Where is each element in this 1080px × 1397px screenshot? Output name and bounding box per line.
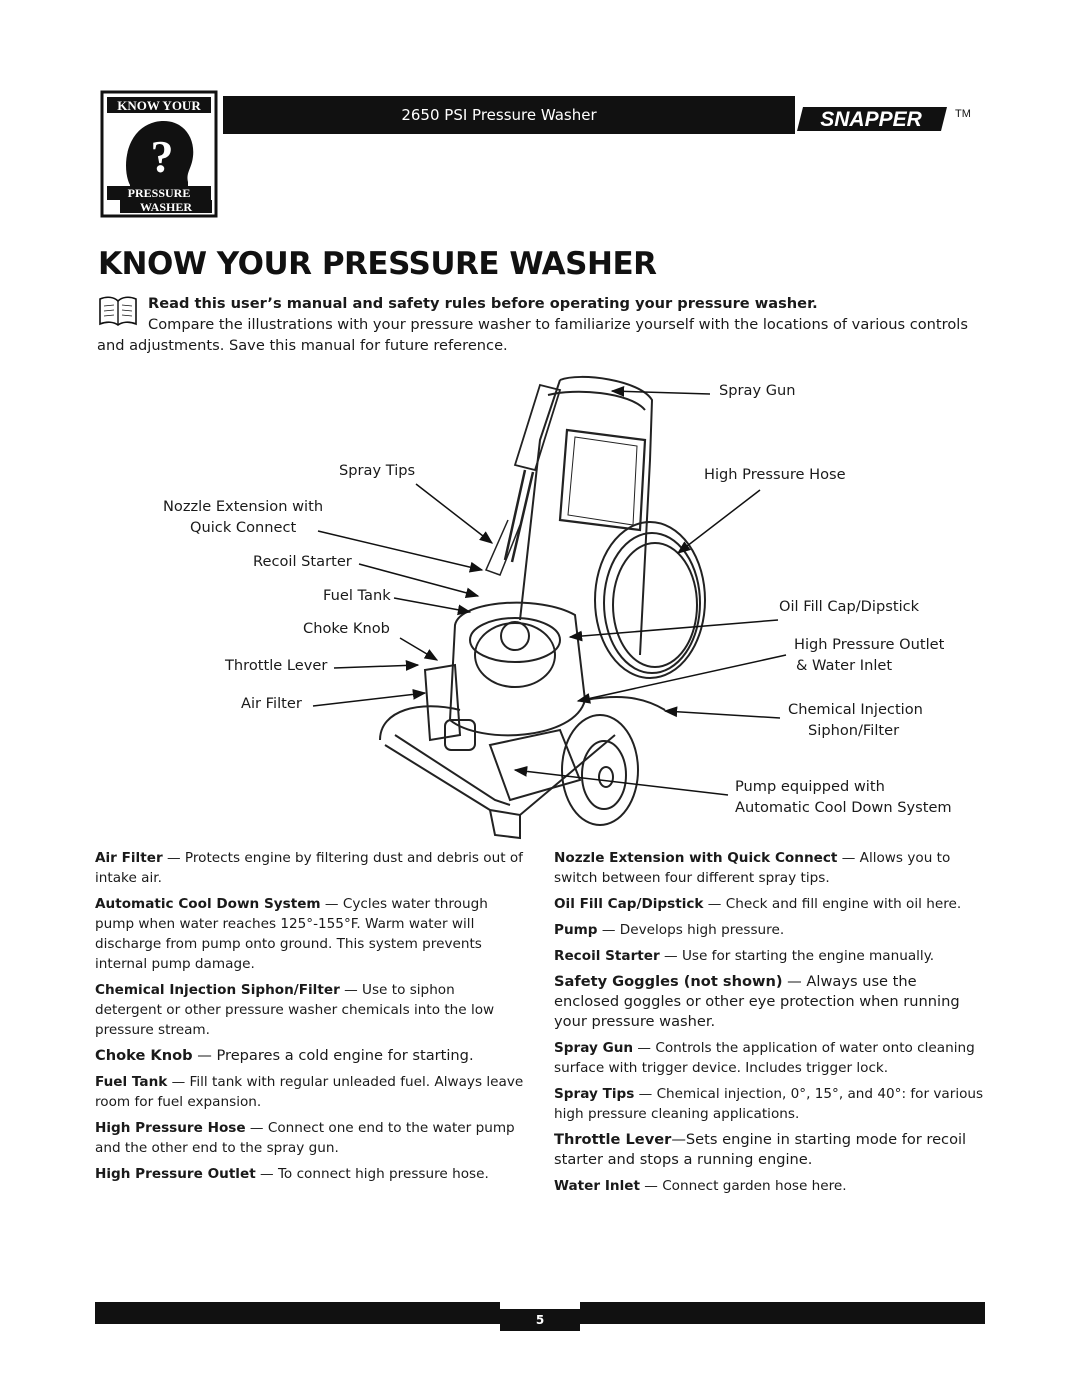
svg-text:WASHER: WASHER: [140, 200, 192, 214]
pressure-washer-diagram: Spray Gun Spray Tips High Pressure Hose …: [0, 370, 1080, 840]
label-fuel-tank: Fuel Tank: [323, 587, 391, 604]
desc-nozzle-extension: Nozzle Extension with Quick Connect — Al…: [554, 850, 951, 886]
svg-text:KNOW YOUR: KNOW YOUR: [117, 98, 201, 113]
label-nozzle-extension: Nozzle Extension with: [163, 498, 324, 515]
label-chemical-injection: Chemical Injection: [788, 701, 923, 718]
desc-spray-gun: Spray Gun — Controls the application of …: [554, 1040, 975, 1076]
page-number: 5: [500, 1309, 580, 1331]
know-your-pressure-washer-badge: KNOW YOUR ? PRESSURE WASHER: [100, 90, 218, 218]
desc-oil-fill-cap: Oil Fill Cap/Dipstick — Check and fill e…: [554, 896, 962, 912]
intro-warning: Read this user’s manual and safety rules…: [148, 295, 818, 312]
intro-line-2: Compare the illustrations with your pres…: [148, 316, 968, 333]
svg-text:SNAPPER: SNAPPER: [820, 108, 922, 131]
label-oil-fill-cap: Oil Fill Cap/Dipstick: [779, 598, 920, 615]
desc-fuel-tank: Fuel Tank — Fill tank with regular unlea…: [95, 1074, 524, 1110]
desc-chemical-injection: Chemical Injection Siphon/Filter — Use t…: [95, 982, 495, 1038]
intro-paragraph: Read this user’s manual and safety rules…: [97, 293, 978, 356]
svg-text:?: ?: [151, 131, 174, 182]
descriptions-left-column: Air Filter — Protects engine by filterin…: [95, 848, 525, 1190]
label-choke-knob: Choke Knob: [303, 620, 390, 637]
desc-pump: Pump — Develops high pressure.: [554, 922, 785, 938]
desc-throttle-lever: Throttle Lever—Sets engine in starting m…: [554, 1131, 967, 1168]
label-high-pressure-hose: High Pressure Hose: [704, 466, 846, 483]
desc-choke-knob: Choke Knob — Prepares a cold engine for …: [95, 1047, 474, 1064]
desc-safety-goggles: Safety Goggles (not shown) — Always use …: [554, 973, 960, 1030]
descriptions-right-column: Nozzle Extension with Quick Connect — Al…: [554, 848, 986, 1202]
page-title: KNOW YOUR PRESSURE WASHER: [98, 246, 657, 282]
desc-recoil-starter: Recoil Starter — Use for starting the en…: [554, 948, 935, 964]
open-book-icon: [97, 294, 139, 328]
label-pump-equipped: Pump equipped with: [735, 778, 885, 795]
footer-bar-right: [580, 1302, 985, 1324]
label-spray-gun: Spray Gun: [719, 382, 796, 399]
desc-auto-cool-down: Automatic Cool Down System — Cycles wate…: [95, 896, 488, 972]
product-name: 2650 PSI Pressure Washer: [401, 106, 597, 124]
label-spray-tips: Spray Tips: [339, 462, 416, 479]
intro-line-3: and adjustments. Save this manual for fu…: [97, 337, 508, 354]
desc-spray-tips: Spray Tips — Chemical injection, 0°, 15°…: [554, 1086, 984, 1122]
pressure-washer-illustration: [312, 375, 787, 840]
footer-bar-left: [95, 1302, 500, 1324]
svg-text:PRESSURE: PRESSURE: [128, 186, 191, 200]
label-high-pressure-outlet: High Pressure Outlet: [794, 636, 945, 653]
desc-water-inlet: Water Inlet — Connect garden hose here.: [554, 1178, 847, 1194]
label-siphon-filter: Siphon/Filter: [808, 722, 900, 739]
desc-high-pressure-hose: High Pressure Hose — Connect one end to …: [95, 1120, 515, 1156]
label-quick-connect: Quick Connect: [190, 519, 297, 536]
label-air-filter: Air Filter: [241, 695, 302, 712]
label-throttle-lever: Throttle Lever: [225, 657, 328, 674]
label-water-inlet: & Water Inlet: [796, 657, 893, 674]
snapper-logo: SNAPPER TM: [797, 103, 982, 135]
desc-high-pressure-outlet: High Pressure Outlet — To connect high p…: [95, 1166, 489, 1182]
svg-text:TM: TM: [955, 108, 971, 120]
header-product-bar: 2650 PSI Pressure Washer: [223, 96, 795, 134]
label-cool-down-system: Automatic Cool Down System: [735, 799, 952, 816]
label-recoil-starter: Recoil Starter: [253, 553, 352, 570]
desc-air-filter: Air Filter — Protects engine by filterin…: [95, 850, 523, 886]
